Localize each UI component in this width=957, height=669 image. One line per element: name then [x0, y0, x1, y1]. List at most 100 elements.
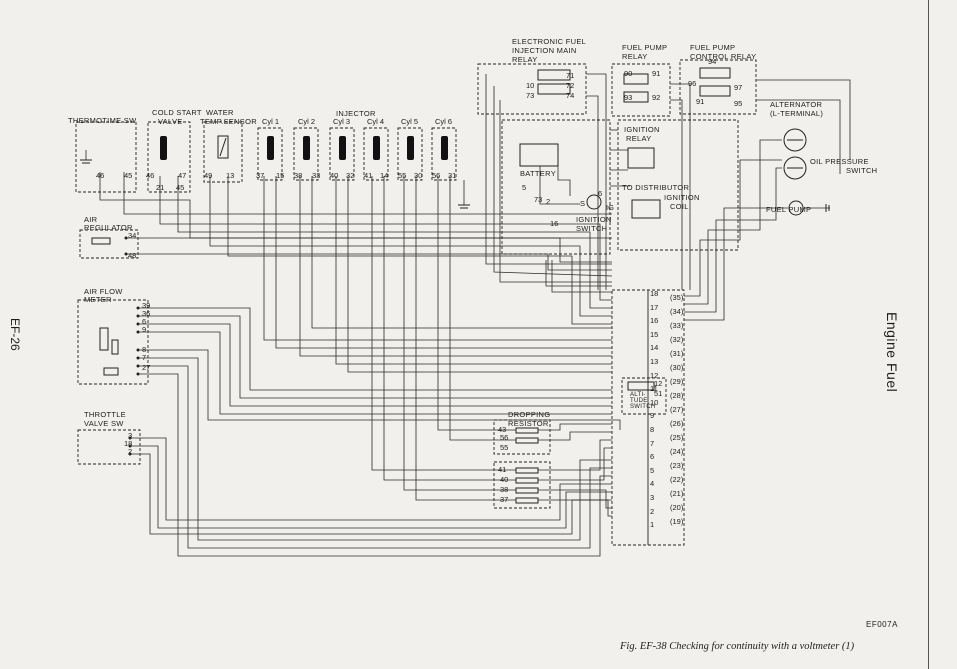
- terminal-air_reg-1: 48: [128, 251, 137, 260]
- terminal-afm-6: 27: [142, 363, 151, 372]
- terminal-ign_switch-3: 16: [550, 219, 559, 228]
- terminal-top_row-9: 15: [276, 171, 285, 180]
- terminal-relay_main-2: 72: [566, 81, 575, 90]
- terminal-conn_left-8: 10: [650, 397, 659, 407]
- cold-start-box: [147, 121, 191, 193]
- terminal-conn_right-0: (35): [670, 293, 684, 302]
- water-temp-box: [203, 121, 243, 183]
- throttle-label-1: THROTTLE: [84, 410, 126, 419]
- terminal-afm-1: 36: [142, 309, 151, 318]
- terminal-top_row-14: 41: [364, 171, 373, 180]
- terminal-alti-0: 12: [654, 379, 663, 388]
- terminal-throttle-2: 2: [128, 447, 133, 456]
- terminal-conn_left-5: 13: [650, 357, 659, 366]
- air-flow-meter-box: [77, 299, 149, 385]
- terminal-conn_right-16: (19): [670, 517, 684, 526]
- terminal-fp_control-3: 91: [696, 97, 705, 106]
- terminal-conn_left-13: 5: [650, 465, 655, 475]
- terminal-fp_control-4: 95: [734, 99, 743, 108]
- altitude-switch-box: [621, 377, 667, 415]
- ignition-coil-label-1: IGNITION: [664, 193, 700, 202]
- fuel-pump-label: FUEL PUMP: [766, 205, 812, 214]
- terminal-ign_switch-6: S: [580, 199, 586, 208]
- cyl-2-label: Cyl 2: [298, 117, 316, 126]
- terminal-conn_left-1: 17: [650, 302, 659, 312]
- terminal-conn_right-13: (22): [670, 475, 684, 484]
- cyl-6-label: Cyl 6: [435, 117, 453, 126]
- fuel-pump-control-label-1: FUEL PUMP: [690, 43, 736, 52]
- terminal-conn_right-5: (30): [670, 363, 684, 372]
- terminal-conn_right-6: (29): [670, 377, 684, 386]
- thermotime-box: [75, 121, 137, 193]
- terminal-top_row-16: 55: [398, 171, 407, 180]
- thermotime-label: THERMOTIME SW: [68, 116, 137, 125]
- terminal-conn_left-2: 16: [650, 316, 659, 326]
- terminal-conn_right-2: (33): [670, 321, 684, 330]
- terminal-conn_right-1: (34): [670, 307, 684, 316]
- water-temp-label-1: WATER: [206, 108, 234, 117]
- terminal-ign_switch-0: 5: [522, 183, 527, 192]
- terminal-conn_right-3: (32): [670, 335, 684, 344]
- terminal-ign_switch-4: 6: [598, 189, 603, 198]
- terminal-conn_right-7: (28): [670, 391, 684, 400]
- figure-code: EF007A: [866, 620, 898, 629]
- terminal-top_row-12: 40: [330, 171, 339, 180]
- cyl-4-label: Cyl 4: [367, 117, 385, 126]
- air-regulator-label-1: AIR: [84, 215, 98, 224]
- air-regulator-label-2: REGULATOR: [84, 223, 133, 232]
- terminal-throttle-0: 3: [128, 431, 133, 440]
- terminal-dropping_bot-3: 37: [500, 495, 509, 504]
- side-title: Engine Fuel: [884, 312, 900, 393]
- battery-label: BATTERY: [520, 169, 556, 178]
- alternator-label-2: (L-TERMINAL): [770, 109, 824, 118]
- terminal-conn_left-4: 14: [650, 343, 659, 353]
- cold-start-label-2: VALVE: [158, 117, 183, 126]
- terminal-top_row-1: 45: [124, 171, 133, 180]
- alti-label-2: TUDE: [630, 398, 648, 404]
- terminal-conn_right-8: (27): [670, 405, 684, 414]
- dropping-resistor-label-1: DROPPING: [508, 410, 551, 419]
- water-temp-label-2: TEMP.SENSOR: [200, 117, 257, 126]
- terminal-dropping_top-2: 55: [500, 443, 509, 452]
- fuel-pump-control-relay-box: [679, 59, 757, 115]
- terminal-conn_left-0: 18: [650, 289, 659, 298]
- ignition-relay-label-1: IGNITION: [624, 125, 660, 134]
- cyl-5-label: Cyl 5: [401, 117, 419, 126]
- main-relay-label-2: INJECTION MAIN: [512, 46, 577, 55]
- terminal-ign_switch-1: 2: [546, 197, 551, 206]
- terminal-top_row-15: 14: [380, 171, 389, 180]
- terminal-top_row-6: 49: [204, 171, 213, 180]
- cold-start-label-1: COLD START: [152, 108, 202, 117]
- page-edge-rule: [928, 0, 929, 669]
- dropping-resistor-bottom-box: [493, 461, 551, 509]
- terminal-conn_left-14: 4: [650, 479, 655, 489]
- terminal-conn_right-12: (23): [670, 461, 684, 470]
- terminal-fp_control-1: 96: [688, 79, 697, 88]
- terminal-dropping_bot-2: 38: [500, 485, 509, 494]
- terminal-conn_right-15: (20): [670, 503, 684, 512]
- alternator-label-1: ALTERNATOR: [770, 100, 823, 109]
- terminal-dropping_top-1: 56: [500, 433, 509, 442]
- terminal-conn_left-17: 1: [650, 520, 655, 530]
- terminal-conn_right-10: (25): [670, 433, 684, 442]
- terminal-conn_right-11: (24): [670, 447, 684, 456]
- terminal-conn_right-4: (31): [670, 349, 684, 358]
- cyl-1-label: Cyl 1: [262, 117, 280, 126]
- terminal-relay_main-3: 73: [526, 91, 535, 100]
- dropping-resistor-label-2: RESISTOR: [508, 419, 549, 428]
- throttle-switch-box: [77, 429, 141, 465]
- terminal-afm-0: 39: [142, 301, 151, 310]
- terminal-top_row-7: 13: [226, 171, 235, 180]
- terminal-conn_left-11: 7: [650, 438, 655, 448]
- fuel-pump-relay-label-1: FUEL PUMP: [622, 43, 668, 52]
- terminal-top_row-17: 30: [414, 171, 423, 180]
- terminal-alti-1: 51: [654, 389, 663, 398]
- terminal-conn_left-3: 15: [650, 329, 659, 339]
- throttle-label-2: VALVE SW: [84, 419, 124, 428]
- battery-ignition-box: [501, 119, 611, 255]
- terminal-fp_relay-0: 90: [624, 69, 633, 78]
- to-distributor-label: TO DISTRIBUTOR: [622, 183, 690, 192]
- terminal-top_row-3: 47: [178, 171, 187, 180]
- terminal-fp_relay-3: 92: [652, 93, 661, 102]
